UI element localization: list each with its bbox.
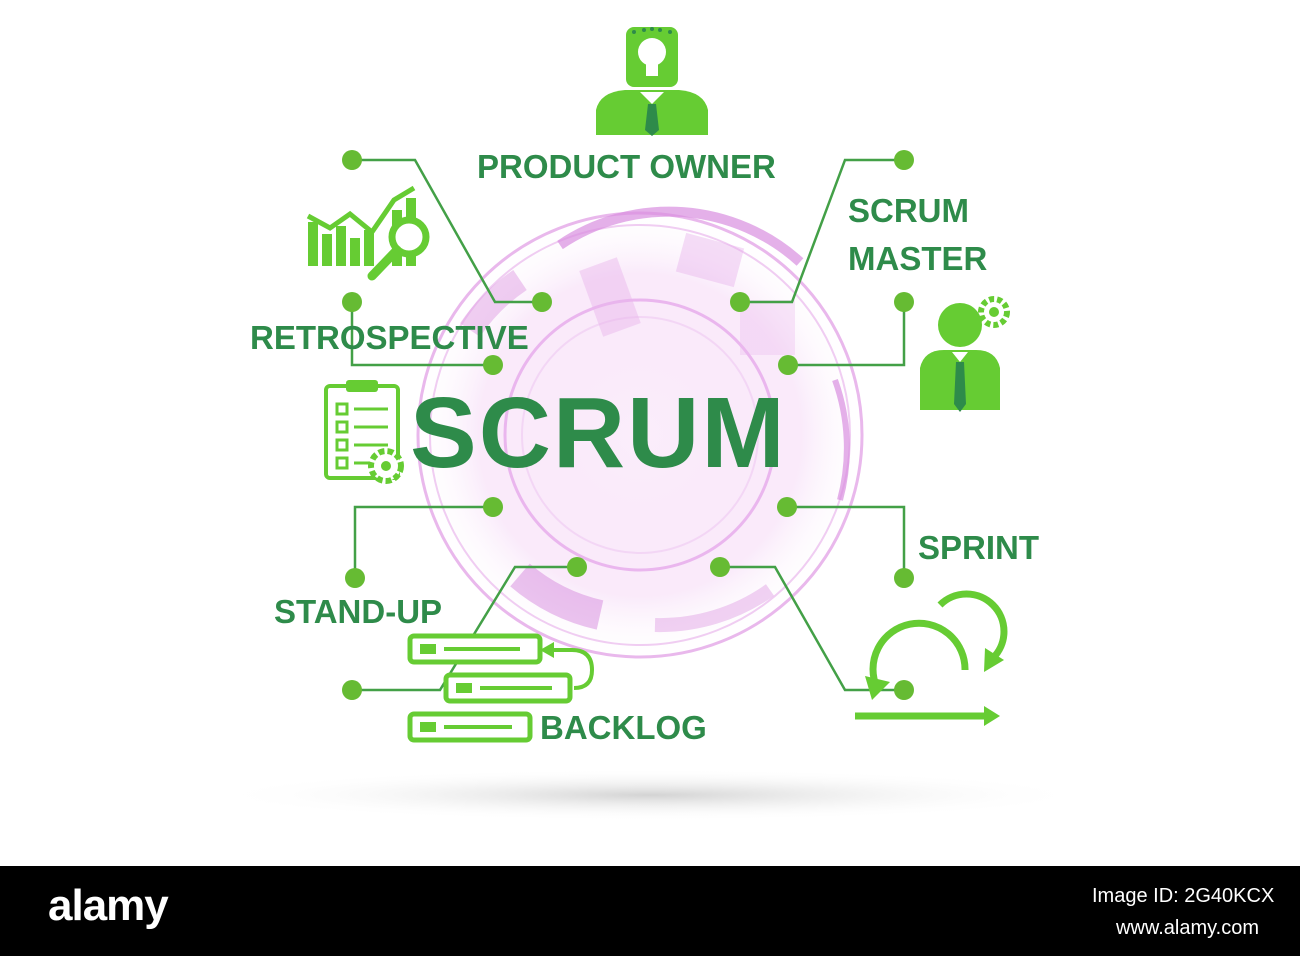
diagram-title: SCRUM [410,377,787,489]
sprint-cycle-icon [855,590,1008,720]
label-backlog: BACKLOG [540,709,707,746]
connectors [350,158,906,692]
person-gear-icon [920,296,1010,412]
scrum-diagram-canvas: SCRUM PRODUCT OWNER SCRUM MASTER RETROSP… [210,27,1090,821]
watermark-footer: alamy Image ID: 2G40KCX www.alamy.com [0,866,1300,956]
businessman-lightbulb-icon [596,27,708,136]
checklist-gear-icon [324,380,404,484]
label-scrum-master-line2: MASTER [848,240,988,277]
label-scrum-master-line1: SCRUM [848,192,969,229]
label-retrospective: RETROSPECTIVE [250,319,529,356]
label-stand-up: STAND-UP [274,593,443,630]
label-product-owner: PRODUCT OWNER [477,148,776,185]
sprint-arrowheads [865,648,1004,726]
image-id-text: Image ID: 2G40KCX [1092,885,1275,907]
scrum-diagram [210,27,1090,821]
brand-logo: alamy [48,881,169,930]
chart-magnifier-icon [306,185,430,281]
backlog-stack-icon [407,633,595,743]
site-url-text: www.alamy.com [1116,917,1259,939]
connector-dots [342,150,914,700]
floor-shadow [210,769,1090,821]
label-sprint: SPRINT [918,529,1040,566]
central-ring [410,205,870,665]
